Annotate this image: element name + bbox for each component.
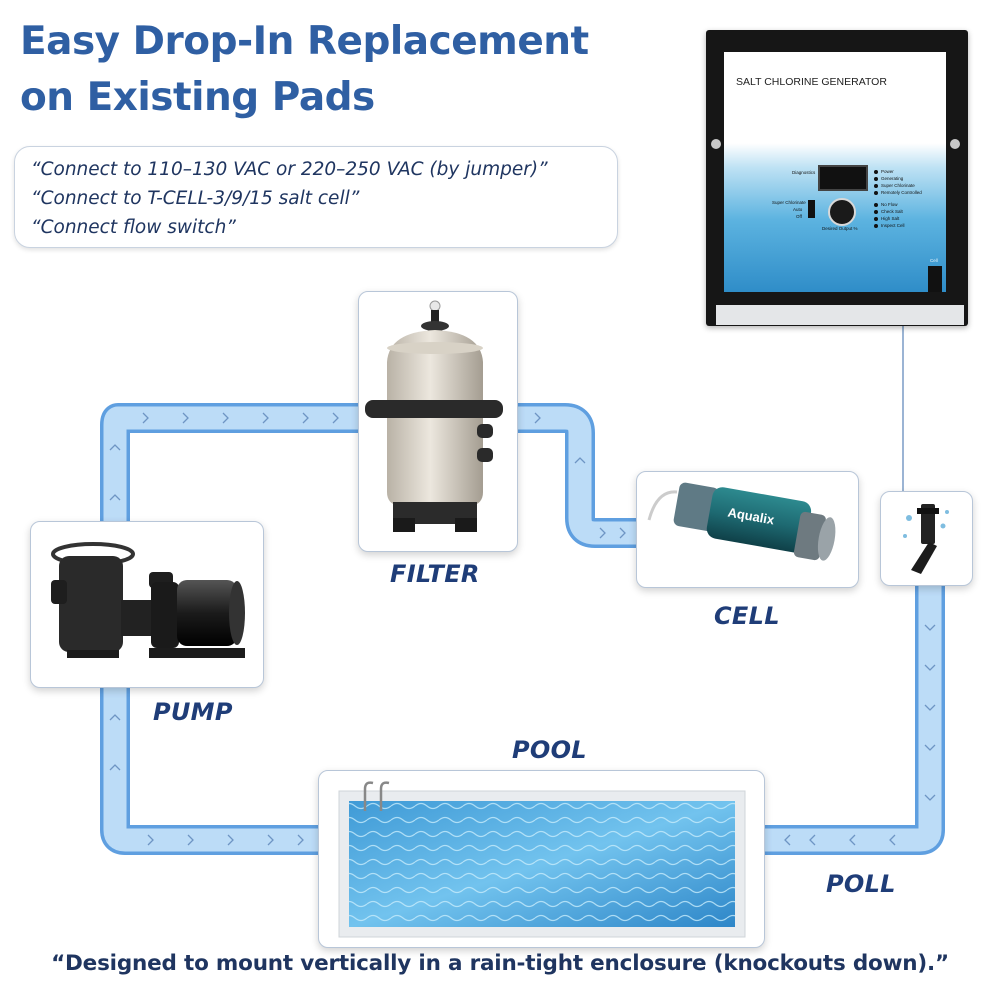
led-icon	[874, 169, 878, 174]
cell-card: Aqualix	[636, 471, 859, 588]
salt-cell-icon: Aqualix	[647, 482, 836, 561]
cell-port	[928, 266, 942, 292]
mode-switch[interactable]	[808, 200, 815, 218]
led-icon	[874, 202, 878, 207]
generator-mounting-rail	[716, 305, 964, 325]
mode-super-chlorinate: Super Chlorinate	[772, 200, 806, 205]
status-remotely-controlled: Remotely Controlled	[874, 189, 922, 196]
diagnostics-label: Diagnostics	[792, 170, 816, 175]
title-line-1: Easy Drop-In Replacement	[20, 19, 589, 64]
status-generating: Generating	[874, 175, 922, 182]
page-title: Easy Drop-In Replacement on Existing Pad…	[20, 14, 680, 126]
status-no-flow: No Flow	[874, 201, 922, 208]
led-icon	[874, 183, 878, 188]
output-dial[interactable]	[828, 198, 856, 226]
screw-icon	[711, 139, 721, 149]
pool-card	[318, 770, 765, 948]
cell-port-label: Cell	[930, 258, 938, 263]
mounting-note: “Designed to mount vertically in a rain-…	[51, 951, 949, 976]
pump-card	[30, 521, 264, 688]
led-icon	[874, 209, 878, 214]
mode-off: Off	[796, 214, 802, 219]
generator-display	[818, 165, 868, 191]
note-cell: “Connect to T-CELL-3/9/15 salt cell”	[31, 188, 360, 209]
status-inspect-cell: Inspect Cell	[874, 222, 922, 229]
filter-icon	[365, 300, 503, 532]
pump-label: PUMP	[153, 698, 233, 726]
flow-switch-card	[880, 491, 973, 586]
status-check-salt: Check Salt	[874, 208, 922, 215]
screw-icon	[950, 139, 960, 149]
pool-icon	[338, 781, 746, 938]
note-flow-switch: “Connect flow switch”	[31, 217, 236, 238]
mode-auto: Auto	[793, 207, 803, 212]
led-icon	[874, 190, 878, 195]
generator-title: SALT CHLORINE GENERATOR	[736, 76, 887, 88]
status-power: Power	[874, 168, 922, 175]
pump-icon	[51, 542, 245, 658]
flow-arrows	[109, 412, 936, 846]
poll-label: POLL	[826, 870, 896, 898]
status-lights: Power Generating Super Chlorinate Remote…	[874, 168, 922, 229]
connection-notes: “Connect to 110–130 VAC or 220–250 VAC (…	[14, 146, 618, 248]
cell-label: CELL	[714, 602, 780, 630]
filter-label: FILTER	[390, 560, 480, 588]
title-line-2: on Existing Pads	[20, 75, 375, 120]
note-power: “Connect to 110–130 VAC or 220–250 VAC (…	[31, 159, 548, 180]
led-icon	[874, 176, 878, 181]
filter-card	[358, 291, 518, 552]
flow-switch-icon	[903, 504, 949, 574]
led-icon	[874, 223, 878, 228]
led-icon	[874, 216, 878, 221]
pool-label: POOL	[512, 736, 587, 764]
status-super-chlorinate: Super Chlorinate	[874, 182, 922, 189]
dial-label: Desired Output %	[822, 226, 858, 231]
status-high-salt: High Salt	[874, 215, 922, 222]
